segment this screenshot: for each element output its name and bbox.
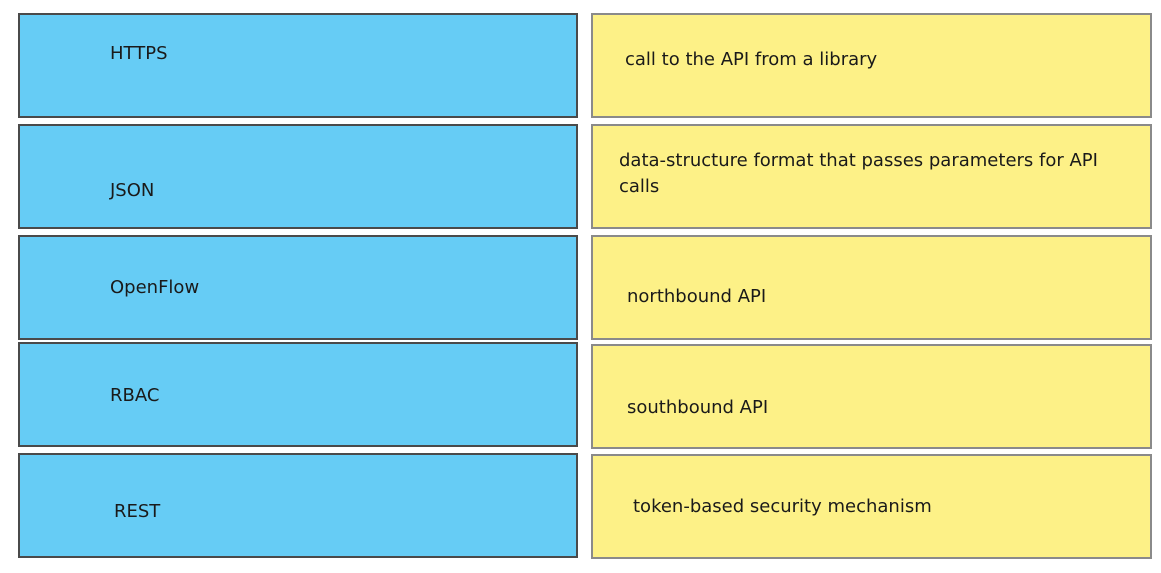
description-tile-northbound[interactable]: northbound API — [591, 235, 1152, 340]
description-tile-library-call[interactable]: call to the API from a library — [591, 13, 1152, 118]
term-tile-rest[interactable]: REST — [18, 453, 578, 558]
description-label: northbound API — [627, 286, 767, 307]
description-tile-southbound[interactable]: southbound API — [591, 344, 1152, 449]
term-label: HTTPS — [110, 43, 168, 64]
term-tile-json[interactable]: JSON — [18, 124, 578, 229]
term-label: JSON — [110, 180, 155, 201]
description-label: token-based security mechanism — [633, 496, 932, 517]
term-label: RBAC — [110, 385, 160, 406]
description-label: data-structure format that passes parame… — [619, 150, 1098, 197]
term-tile-rbac[interactable]: RBAC — [18, 342, 578, 447]
term-label: REST — [114, 501, 161, 522]
description-label: call to the API from a library — [625, 49, 878, 70]
term-tile-openflow[interactable]: OpenFlow — [18, 235, 578, 340]
term-label: OpenFlow — [110, 277, 200, 298]
description-tile-token-security[interactable]: token-based security mechanism — [591, 454, 1152, 559]
term-tile-https[interactable]: HTTPS — [18, 13, 578, 118]
description-tile-data-structure[interactable]: data-structure format that passes parame… — [591, 124, 1152, 229]
description-label: southbound API — [627, 397, 769, 418]
